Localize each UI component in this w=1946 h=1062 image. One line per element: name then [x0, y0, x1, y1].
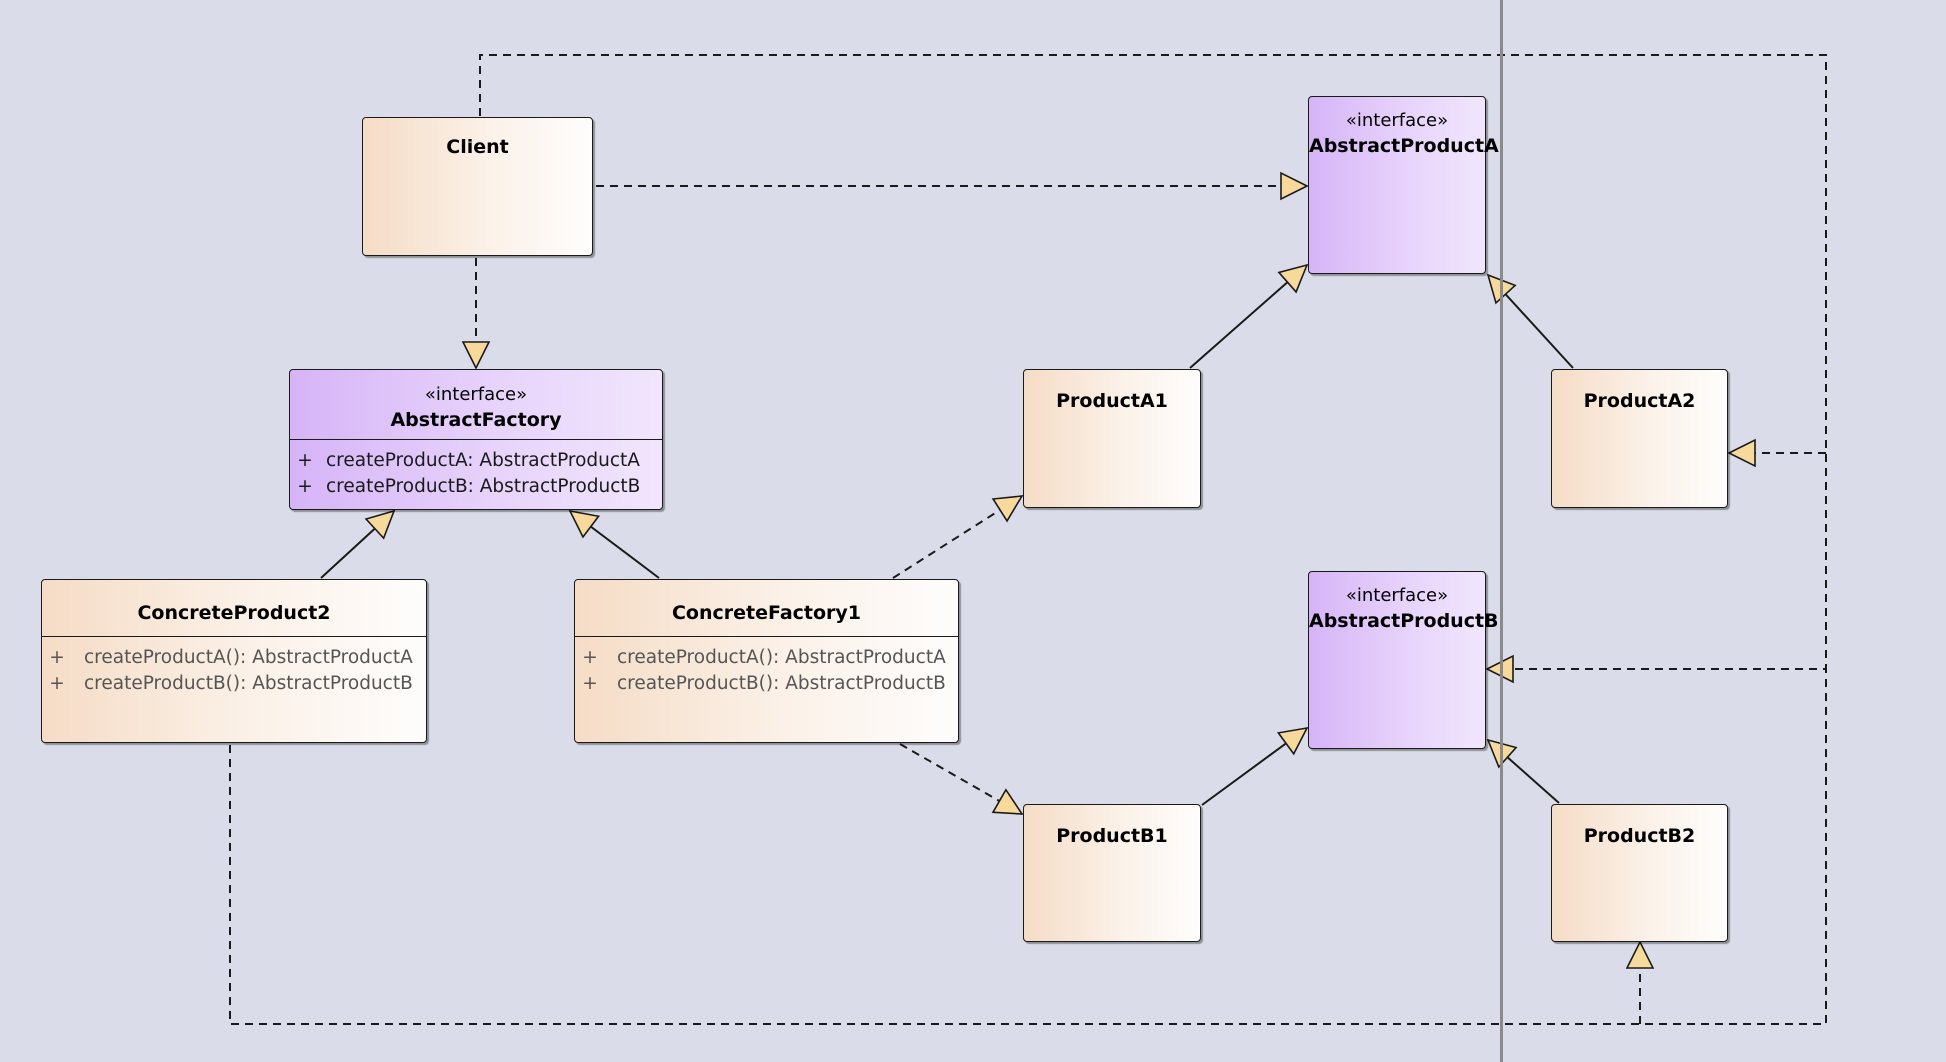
class-product-b1[interactable]: ProductB1 — [1023, 804, 1201, 942]
operation-signature: createProductB(): AbstractProductB — [84, 673, 413, 694]
interface-abstract-product-b[interactable]: «interface» AbstractProductB — [1308, 571, 1499, 749]
interface-abstract-factory[interactable]: «interface» AbstractFactory + createProdu… — [289, 369, 663, 510]
lane-divider[interactable] — [1500, 0, 1503, 1062]
arrowhead-abstract_product_a — [1280, 171, 1309, 201]
class-name: ProductA2 — [1583, 390, 1696, 412]
arrowhead-product_a2 — [1727, 438, 1756, 468]
class-concrete-product2[interactable]: ConcreteProduct2 + createProductA(): Abst… — [41, 579, 427, 743]
operation-row[interactable]: + createProductB(): AbstractProductB — [42, 671, 426, 697]
class-concrete-factory1[interactable]: ConcreteFactory1 + createProductA(): Abst… — [574, 579, 959, 743]
operation-signature: createProductB(): AbstractProductB — [617, 673, 946, 694]
interface-abstract-product-a[interactable]: «interface» AbstractProductA — [1308, 96, 1499, 274]
arrowhead-abstract_product_b — [1276, 726, 1309, 756]
arrowhead-product_a1 — [991, 495, 1024, 523]
stereotype-label: «interface» — [424, 384, 528, 405]
class-product-a1[interactable]: ProductA1 — [1023, 369, 1201, 508]
class-name: ProductB1 — [1056, 825, 1168, 847]
arrowhead-product_b1 — [991, 788, 1024, 815]
class-client[interactable]: Client — [362, 117, 593, 256]
stereotype-label: «interface» — [1345, 585, 1449, 606]
class-product-a2[interactable]: ProductA2 — [1551, 369, 1728, 508]
interface-name: AbstractProductA — [1309, 135, 1499, 157]
visibility-marker: + — [582, 647, 598, 668]
operation-row[interactable]: + createProductA(): AbstractProductA — [42, 645, 426, 671]
arrowhead-abstract_factory — [568, 509, 601, 539]
operation-row[interactable]: + createProductB(): AbstractProductB — [575, 671, 958, 697]
stereotype-label: «interface» — [1345, 110, 1449, 131]
class-name: Client — [446, 136, 509, 158]
class-name: ConcreteFactory1 — [671, 602, 862, 624]
visibility-marker: + — [297, 476, 313, 497]
visibility-marker: + — [49, 673, 65, 694]
class-product-b2[interactable]: ProductB2 — [1551, 804, 1728, 942]
operations-compartment: + createProductA(): AbstractProductA + cre… — [575, 636, 958, 697]
dependency-edge-client-to-abstract_product_b[interactable] — [479, 54, 1827, 670]
arrowhead-product-b2 — [1625, 940, 1655, 969]
operation-row[interactable]: + createProductA(): AbstractProductA — [575, 645, 958, 671]
class-name: ProductB2 — [1583, 825, 1696, 847]
operation-signature: createProductB: AbstractProductB — [326, 476, 641, 497]
visibility-marker: + — [582, 673, 598, 694]
operation-row[interactable]: + createProductA: AbstractProductA — [290, 448, 662, 474]
arrowhead-abstract_product_a — [1277, 263, 1309, 294]
visibility-marker: + — [49, 647, 65, 668]
operation-row[interactable]: + createProductB: AbstractProductB — [290, 474, 662, 500]
class-name: ConcreteProduct2 — [137, 602, 331, 624]
operations-compartment: + createProductA: AbstractProductA + creat… — [290, 439, 662, 500]
arrowhead-abstract_factory — [461, 341, 491, 370]
operation-signature: createProductA(): AbstractProductA — [617, 647, 946, 668]
interface-name: AbstractFactory — [390, 409, 562, 431]
operations-compartment: + createProductA(): AbstractProductA + cre… — [42, 636, 426, 697]
arrowhead-abstract_factory — [364, 509, 396, 540]
operation-signature: createProductA(): AbstractProductA — [84, 647, 413, 668]
class-name: ProductA1 — [1056, 390, 1168, 412]
visibility-marker: + — [297, 450, 313, 471]
interface-name: AbstractProductB — [1309, 610, 1499, 632]
operation-signature: createProductA: AbstractProductA — [326, 450, 640, 471]
